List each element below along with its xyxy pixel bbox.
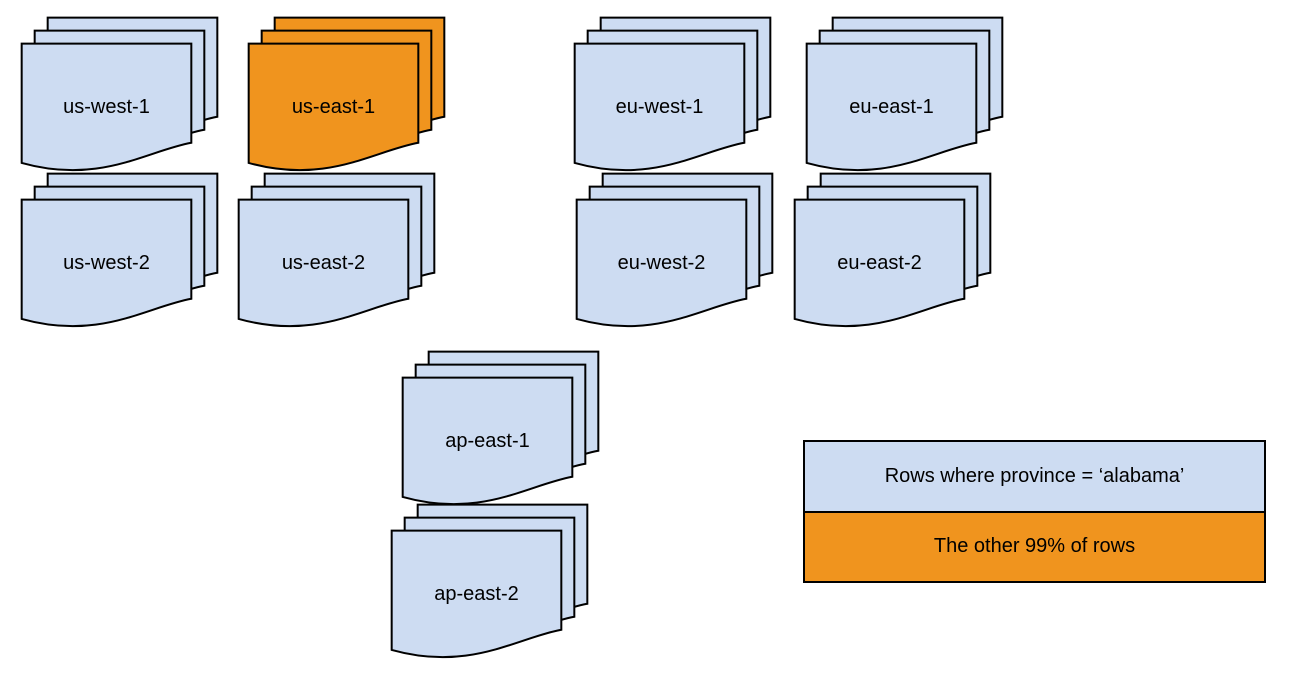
doc-stack-eu-east-2: eu-east-2 bbox=[793, 172, 992, 329]
document-shape-front bbox=[401, 376, 574, 507]
doc-stack-ap-east-1: ap-east-1 bbox=[401, 350, 600, 507]
legend-item-alabama-rows: Rows where province = ‘alabama’ bbox=[805, 442, 1264, 511]
document-shape-front bbox=[793, 198, 966, 329]
document-shape-front bbox=[20, 198, 193, 329]
doc-stack-eu-east-1: eu-east-1 bbox=[805, 16, 1004, 173]
doc-stack-us-west-1: us-west-1 bbox=[20, 16, 219, 173]
doc-stack-eu-west-1: eu-west-1 bbox=[573, 16, 772, 173]
document-shape-front bbox=[20, 42, 193, 173]
doc-stack-eu-west-2: eu-west-2 bbox=[575, 172, 774, 329]
legend: Rows where province = ‘alabama’ The othe… bbox=[803, 440, 1266, 583]
document-shape-front bbox=[247, 42, 420, 173]
doc-stack-us-east-2: us-east-2 bbox=[237, 172, 436, 329]
document-shape-front bbox=[573, 42, 746, 173]
legend-item-label: The other 99% of rows bbox=[933, 535, 1136, 558]
doc-stack-us-east-1: us-east-1 bbox=[247, 16, 446, 173]
doc-stack-ap-east-2: ap-east-2 bbox=[390, 503, 589, 660]
document-shape-front bbox=[805, 42, 978, 173]
legend-item-label: Rows where province = ‘alabama’ bbox=[884, 464, 1185, 487]
document-shape-front bbox=[575, 198, 748, 329]
legend-item-other-rows: The other 99% of rows bbox=[805, 510, 1264, 581]
document-shape-front bbox=[390, 529, 563, 660]
doc-stack-us-west-2: us-west-2 bbox=[20, 172, 219, 329]
document-shape-front bbox=[237, 198, 410, 329]
